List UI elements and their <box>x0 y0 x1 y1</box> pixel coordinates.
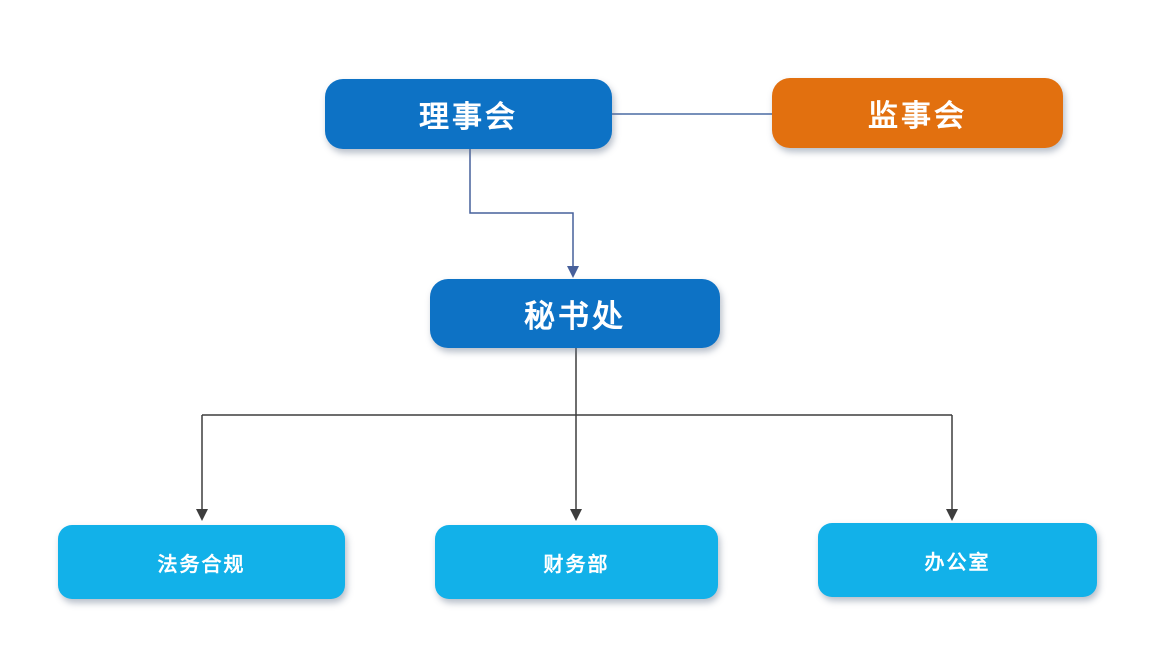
node-board[interactable]: 理事会 <box>325 79 612 149</box>
arrowhead-legal <box>196 509 208 521</box>
connector-board-secretariat <box>469 149 574 267</box>
node-secretariat-label: 秘书处 <box>524 299 626 334</box>
node-legal-compliance-label: 法务合规 <box>157 553 246 576</box>
node-finance-dept[interactable]: 财务部 <box>435 525 718 599</box>
node-office-label: 办公室 <box>924 551 991 574</box>
arrowhead-office <box>946 509 958 521</box>
node-legal-compliance[interactable]: 法务合规 <box>58 525 345 599</box>
node-board-label: 理事会 <box>419 101 518 134</box>
node-office[interactable]: 办公室 <box>818 523 1097 597</box>
node-secretariat[interactable]: 秘书处 <box>430 279 720 348</box>
arrowhead-finance <box>570 509 582 521</box>
arrowhead-secretariat <box>567 266 579 278</box>
node-finance-dept-label: 财务部 <box>543 553 610 576</box>
node-supervisory-label: 监事会 <box>868 100 967 133</box>
node-supervisory[interactable]: 监事会 <box>772 78 1063 148</box>
